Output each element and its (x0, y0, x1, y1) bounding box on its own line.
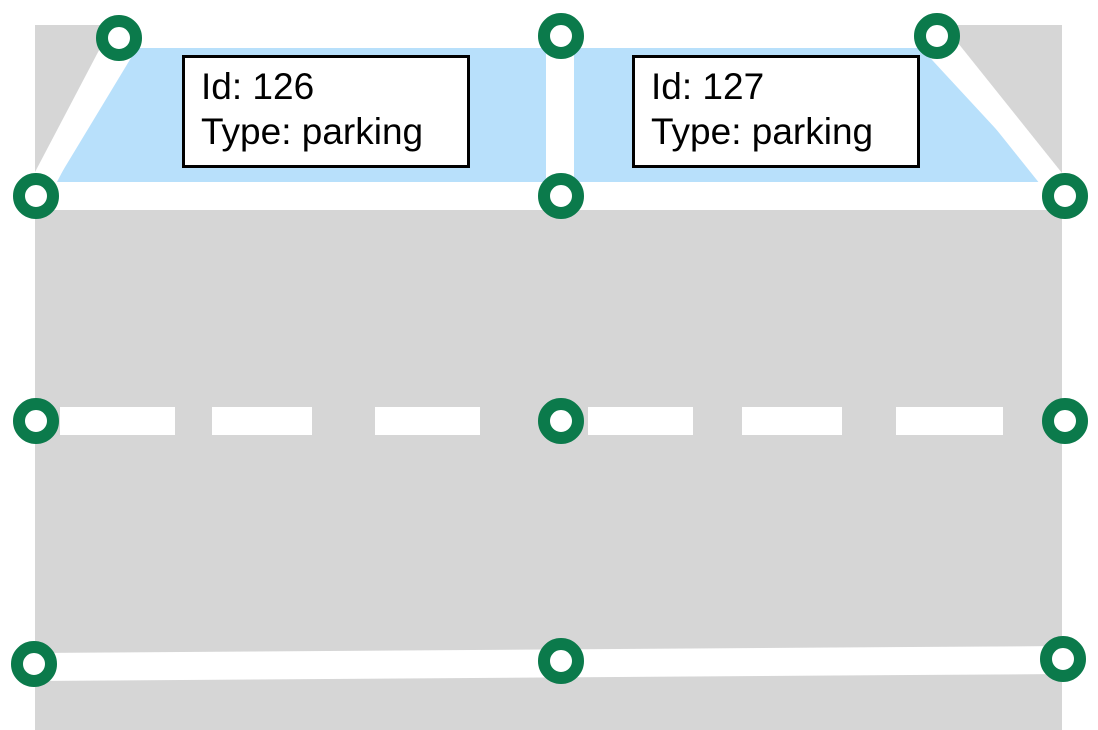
node-upper-left[interactable] (13, 173, 59, 219)
center-line-dash-4 (742, 407, 842, 435)
lane-node-group[interactable] (11, 13, 1088, 687)
node-middle-right[interactable] (1042, 398, 1088, 444)
center-line-dash-0 (60, 407, 175, 435)
node-middle-left[interactable] (13, 398, 59, 444)
center-line-dash-5 (896, 407, 1003, 435)
center-line-dash-1 (212, 407, 312, 435)
center-line-dash-3 (588, 407, 693, 435)
node-upper-right[interactable] (1042, 173, 1088, 219)
center-line-dash-2 (375, 407, 480, 435)
label-126-type-line: Type: parking (201, 111, 424, 153)
node-bottom-left[interactable] (11, 641, 57, 687)
parking-label-126[interactable]: Id: 126 Type: parking (182, 55, 470, 168)
node-bottom-right[interactable] (1040, 636, 1086, 682)
center-dashed-lane-line (60, 407, 1003, 435)
label-126-id-line: Id: 126 (201, 66, 315, 107)
node-bottom-center[interactable] (538, 638, 584, 684)
node-middle-center[interactable] (538, 398, 584, 444)
right-diagonal-lane-line (927, 28, 1075, 204)
parking-label-127[interactable]: Id: 127 Type: parking (632, 55, 920, 168)
node-top-right[interactable] (914, 13, 960, 59)
label-127-type-line: Type: parking (651, 111, 874, 153)
left-diagonal-lane-line (25, 32, 130, 202)
node-top-center[interactable] (538, 13, 584, 59)
label-127-id-line: Id: 127 (651, 66, 765, 107)
node-top-left[interactable] (96, 15, 142, 61)
node-upper-center[interactable] (538, 173, 584, 219)
